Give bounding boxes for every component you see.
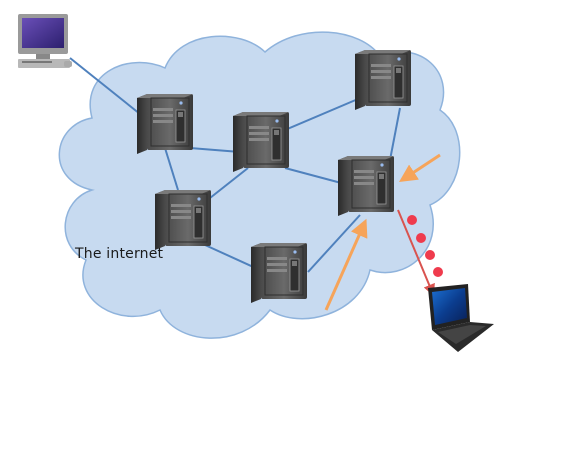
packet-dot <box>425 250 435 260</box>
packet-dot <box>407 215 417 225</box>
request-arrow <box>324 218 368 311</box>
data-packets <box>407 215 443 277</box>
link-server-1-to-server-2 <box>189 147 241 153</box>
request-arrow <box>398 153 441 182</box>
laptop-icon[interactable] <box>428 284 494 352</box>
link-server-3-to-server-2 <box>209 167 249 199</box>
server-node[interactable] <box>250 242 308 304</box>
link-server-1-to-server-3 <box>164 147 179 191</box>
link-desktop-to-server-1 <box>69 57 146 119</box>
network-links <box>69 57 401 273</box>
link-server-2-to-server-5 <box>284 95 366 131</box>
response-arrow <box>397 209 435 297</box>
server-node[interactable] <box>136 93 194 155</box>
server-node[interactable] <box>232 111 290 173</box>
link-server-3-to-server-6 <box>204 244 261 271</box>
desktop-computer-icon[interactable] <box>18 14 72 68</box>
server-node[interactable] <box>337 155 395 217</box>
incoming-request-arrows <box>324 153 441 311</box>
link-server-5-to-server-4 <box>389 107 401 161</box>
server-node[interactable] <box>154 189 212 251</box>
link-server-2-to-server-4 <box>284 167 346 185</box>
packet-dot <box>416 233 426 243</box>
packet-dot <box>433 267 443 277</box>
internet-label: The internet <box>75 246 164 262</box>
server-node[interactable] <box>354 49 412 111</box>
